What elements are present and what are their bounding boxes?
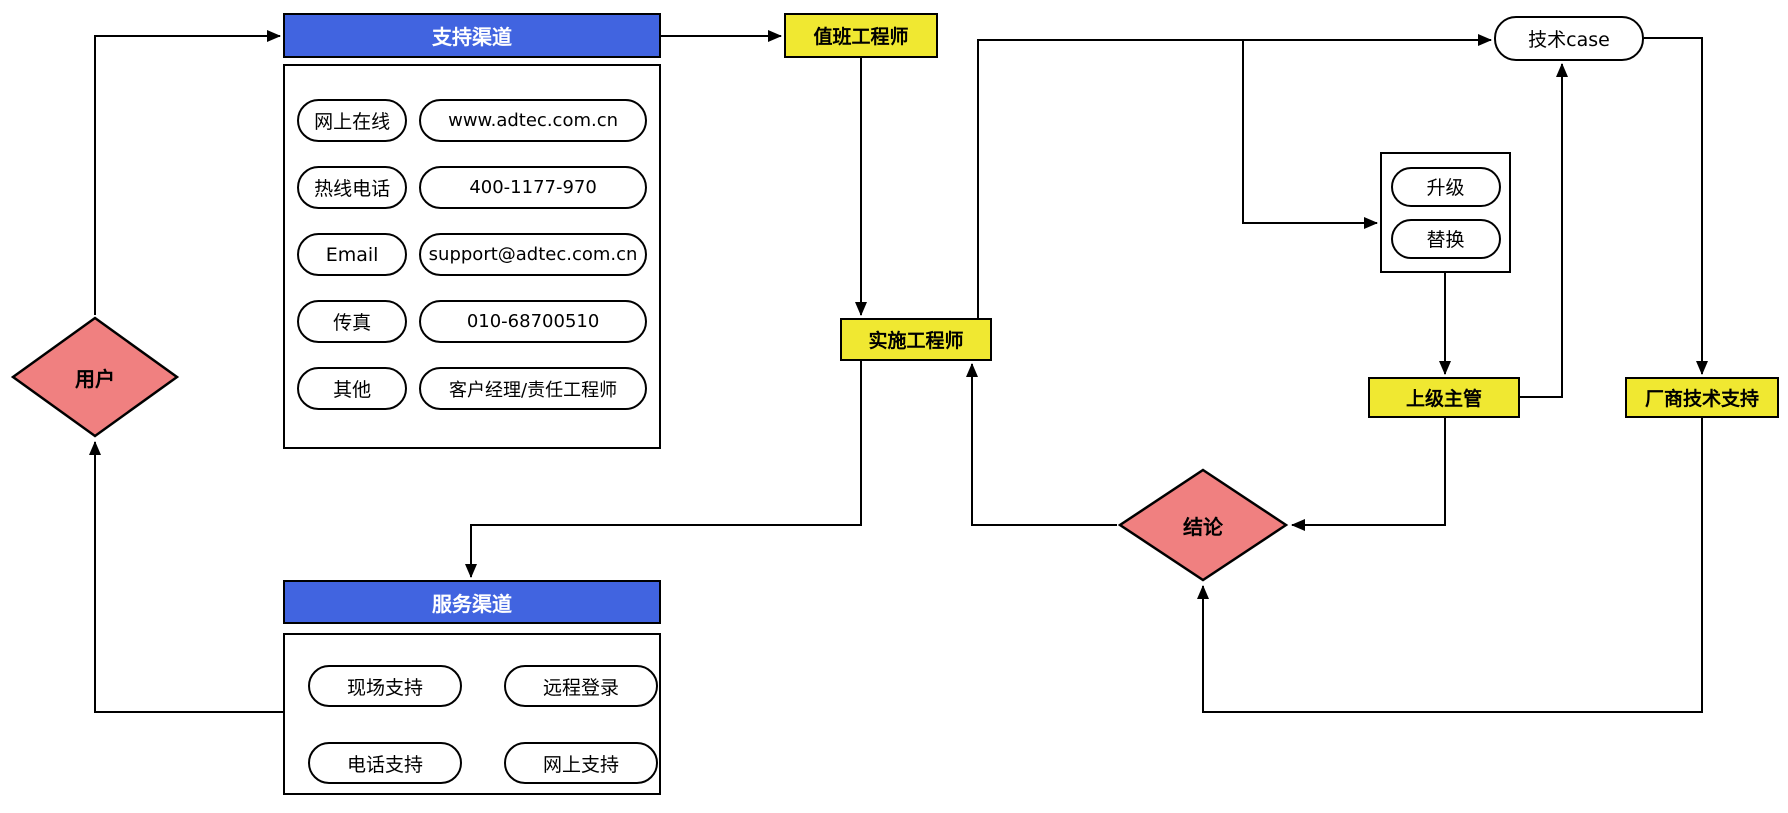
user-diamond-shape [10,316,180,438]
node-service-channels-header: 服务渠道 [283,580,661,624]
node-support-channels-header: 支持渠道 [283,13,661,58]
arrow-branch-to-options [1242,40,1378,229]
support-label-pill-online: 网上在线 [297,99,408,142]
option-pill-replace: 替换 [1390,218,1501,259]
support-value-pill-phone: 400-1177-970 [419,166,647,209]
service-pill-phone: 电话支持 [308,742,462,784]
conclusion-diamond-shape [1117,468,1289,582]
service-pill-online-support: 网上支持 [504,742,658,784]
node-vendor-support: 厂商技术支持 [1625,377,1779,418]
node-conclusion-label: 结论 [1183,514,1223,539]
arrow-impl-to-service [465,361,862,578]
support-label-pill-email: Email [297,233,408,276]
arrow-tech-case-to-vendor [1644,37,1708,375]
node-conclusion: 结论 [1117,467,1289,583]
support-row: 传真 010-68700510 [297,300,647,343]
node-user: 用户 [10,315,180,439]
support-label-pill-other: 其他 [297,367,408,410]
support-value-pill-fax-number: 010-68700510 [419,300,647,343]
support-label-pill-hotline: 热线电话 [297,166,408,209]
support-channels-panel: 网上在线 www.adtec.com.cn 热线电话 400-1177-970 … [283,64,661,449]
arrow-supervisor-to-tech-case [1520,63,1568,398]
support-row: Email support@adtec.com.cn [297,233,647,276]
node-user-label: 用户 [75,366,115,391]
node-tech-case: 技术case [1494,16,1644,61]
arrow-supervisor-to-conclusion [1291,418,1446,531]
escalation-options-inner: 升级 替换 [1382,154,1509,271]
service-pill-onsite: 现场支持 [308,665,462,707]
service-pill-remote-login: 远程登录 [504,665,658,707]
service-channels-panel: 现场支持 远程登录 电话支持 网上支持 [283,633,661,795]
arrow-service-to-user [89,441,283,713]
node-duty-engineer: 值班工程师 [784,13,938,58]
support-row: 热线电话 400-1177-970 [297,166,647,209]
node-impl-engineer: 实施工程师 [840,318,992,361]
arrow-conclusion-to-impl [966,363,1117,526]
escalation-options-panel: 升级 替换 [1380,152,1511,273]
option-pill-upgrade: 升级 [1390,166,1501,207]
node-supervisor: 上级主管 [1368,377,1520,418]
support-value-pill-website: www.adtec.com.cn [419,99,647,142]
arrow-impl-to-tech-case [977,34,1492,318]
support-row: 网上在线 www.adtec.com.cn [297,99,647,142]
arrow-user-to-support [94,30,281,315]
support-value-pill-email-address: support@adtec.com.cn [419,233,647,276]
support-row: 其他 客户经理/责任工程师 [297,367,647,410]
arrow-vendor-to-conclusion [1197,418,1703,713]
support-label-pill-fax: 传真 [297,300,408,343]
support-value-pill-account-manager: 客户经理/责任工程师 [419,367,647,410]
